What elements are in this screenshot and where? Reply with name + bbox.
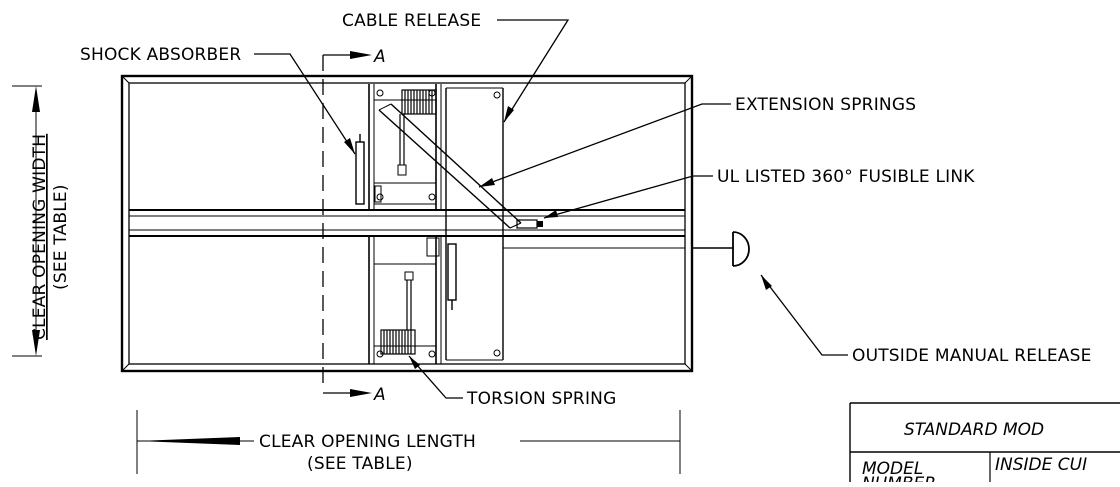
dimension-width — [12, 85, 42, 357]
table-title: STANDARD MOD — [904, 420, 1044, 440]
standard-models-table — [849, 402, 1120, 482]
callout-extension-springs: EXTENSION SPRINGS — [735, 95, 916, 115]
lower-mechanism — [368, 236, 442, 364]
table-col-model: MODEL — [862, 459, 923, 479]
callout-torsion-spring: TORSION SPRING — [466, 389, 616, 409]
lower-shock-absorber — [447, 243, 457, 310]
center-beam — [129, 209, 685, 249]
leader-fusible-link — [543, 175, 713, 219]
clear-opening-length-label: CLEAR OPENING LENGTH — [259, 432, 476, 452]
lower-torsion-spring — [380, 271, 416, 355]
leader-cable-release — [497, 19, 570, 123]
manual-release-handle — [692, 231, 750, 267]
callout-fusible-link: UL LISTED 360° FUSIBLE LINK — [717, 167, 975, 187]
hatch-frame — [120, 74, 694, 373]
upper-shock-absorber — [355, 134, 382, 205]
clear-opening-length-note: (SEE TABLE) — [307, 454, 413, 474]
section-marker-bottom: A — [373, 385, 386, 405]
callout-shock-absorber: SHOCK ABSORBER — [80, 45, 241, 65]
fusible-link — [516, 219, 543, 229]
callout-outside-manual-release: OUTSIDE MANUAL RELEASE — [852, 346, 1092, 366]
leader-extension-springs — [478, 103, 731, 188]
leader-shock-absorber — [254, 53, 356, 155]
dimension-length — [136, 410, 681, 474]
clear-opening-width-note: (SEE TABLE) — [51, 184, 71, 290]
clear-opening-width-label: CLEAR OPENING WIDTH — [30, 134, 50, 340]
extension-spring-strut — [378, 103, 522, 229]
leader-torsion-spring — [408, 355, 463, 399]
table-col-model-row2: NUMBER — [862, 474, 936, 482]
section-line-a-a — [322, 51, 372, 397]
upper-spring-coil — [397, 89, 437, 176]
section-marker-top: A — [373, 47, 386, 67]
table-col-inside: INSIDE CUI — [995, 455, 1087, 475]
leader-outside-manual-release — [760, 274, 848, 356]
mechanism-panel — [445, 87, 504, 361]
callout-cable-release: CABLE RELEASE — [342, 11, 481, 31]
